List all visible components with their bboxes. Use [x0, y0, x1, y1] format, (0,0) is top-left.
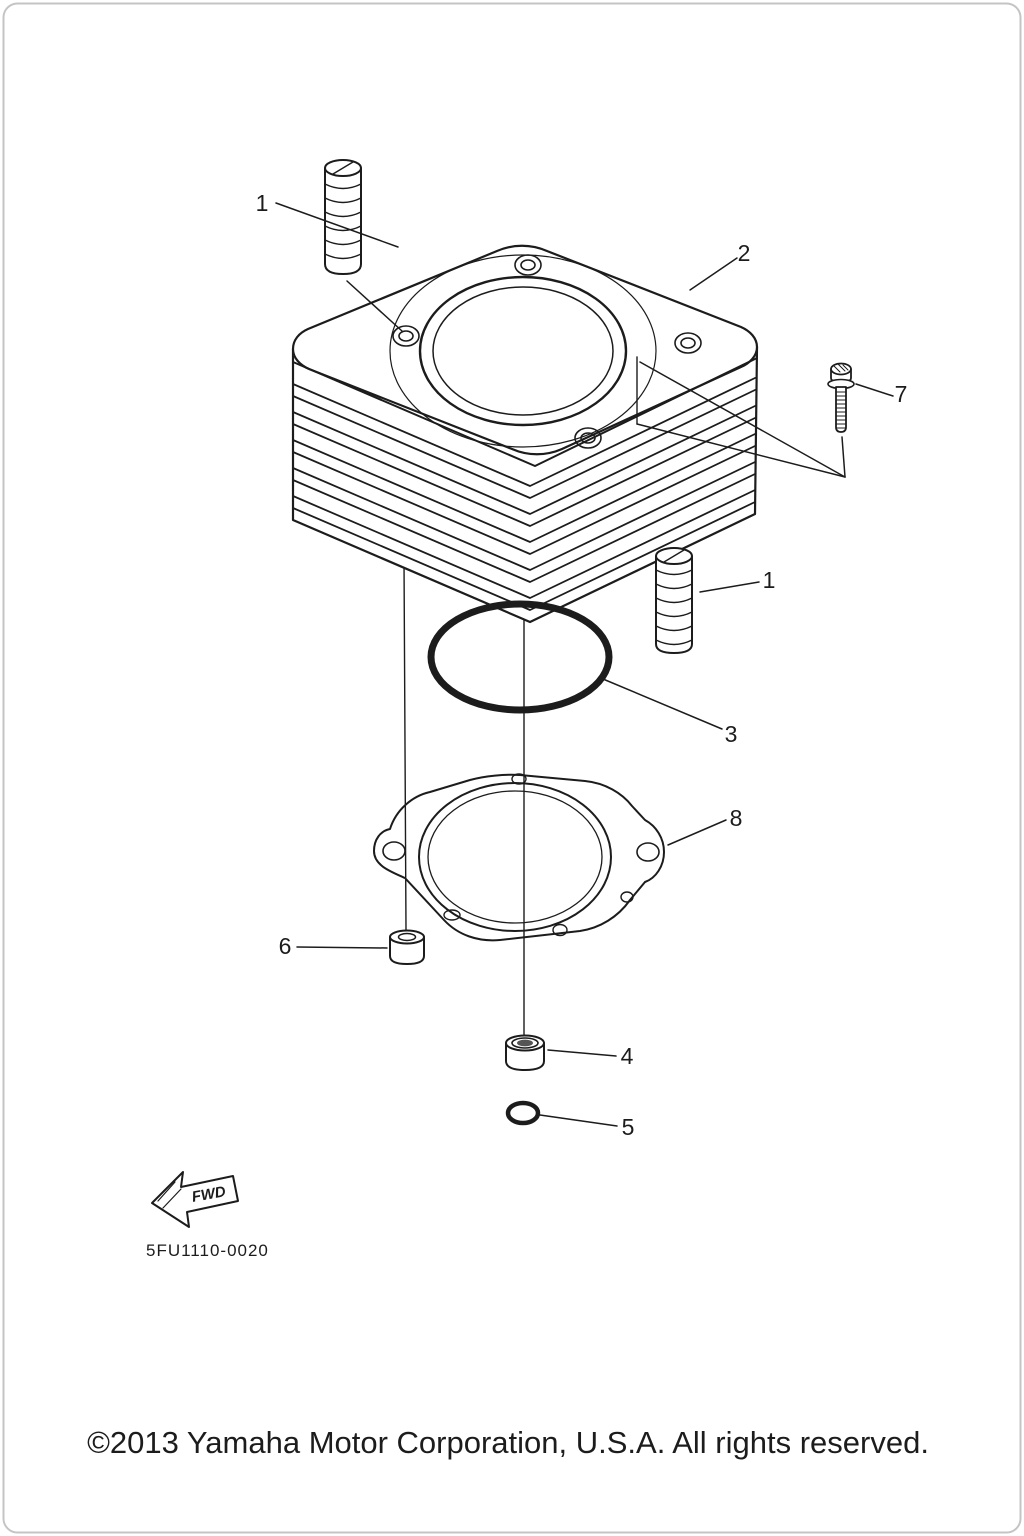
stud-body	[324, 167, 362, 275]
stud-bolt-top	[324, 159, 362, 275]
gasket-hole	[552, 923, 568, 937]
bolt-head-top	[830, 362, 852, 376]
stud-threads	[655, 569, 693, 646]
gasket-slot	[443, 909, 461, 921]
callout-label-5: 5	[622, 1114, 635, 1140]
callout-label-4: 4	[621, 1043, 634, 1069]
deck-thickness-line	[292, 357, 758, 467]
stud-holes	[392, 254, 702, 449]
leader-4	[547, 1049, 617, 1057]
leader-bolt-target-b	[636, 423, 846, 478]
dowel-collar	[505, 1034, 545, 1071]
stud-threads	[324, 183, 362, 260]
bolt-head-hatch	[833, 363, 849, 373]
gasket-outline	[373, 773, 665, 942]
fwd-arrow-icon	[151, 1171, 239, 1228]
leader-8	[667, 819, 727, 846]
cylinder-bore-outer	[418, 275, 628, 427]
copyright-text: ©2013 Yamaha Motor Corporation, U.S.A. A…	[87, 1425, 929, 1460]
leader-bolt-target-stem	[841, 436, 846, 478]
leader-6	[296, 946, 388, 949]
leader-5	[539, 1114, 618, 1127]
diagram-code: 5FU1110-0020	[146, 1241, 269, 1260]
leader-2	[689, 257, 738, 291]
leader-1-top	[275, 202, 399, 248]
collar-bore	[397, 932, 417, 942]
leader-1-right	[699, 581, 760, 593]
dowel-bore	[517, 1039, 533, 1047]
o-ring-large	[427, 600, 613, 714]
callout-label-3: 3	[725, 721, 738, 747]
callout-labels: 1 2 7 1 3 8 6 4 5	[256, 190, 908, 1140]
stud-chamfer-line	[663, 549, 685, 563]
leader-lines	[275, 202, 894, 1127]
gasket-hole	[382, 841, 406, 861]
callout-label-8: 8	[730, 805, 743, 831]
stud-bolt-right	[655, 547, 693, 654]
assembly-axis-lines	[403, 559, 525, 1037]
callout-label-1-right: 1	[763, 567, 776, 593]
spacer-collar	[389, 929, 425, 965]
gasket-hole	[511, 773, 527, 785]
callout-label-1-top: 1	[256, 190, 269, 216]
cooling-fins	[292, 377, 756, 611]
stud-chamfer-line	[332, 161, 354, 175]
cylinder-base-gasket	[373, 773, 665, 942]
block-top-deck	[291, 244, 759, 456]
leader-7	[855, 383, 894, 397]
cylinder-block	[291, 244, 759, 624]
bolt-shank	[835, 386, 847, 433]
leader-bolt-target-a	[639, 361, 846, 478]
axis-line-left	[403, 559, 407, 931]
collar-body	[389, 936, 425, 965]
callout-label-6: 6	[279, 933, 292, 959]
stud-body	[655, 555, 693, 654]
fwd-arrow-hatch	[157, 1181, 182, 1209]
dowel-rim	[511, 1037, 539, 1049]
stud-top-axis-line	[346, 280, 403, 332]
flange-bolt	[827, 362, 855, 433]
o-ring-small	[505, 1100, 541, 1126]
gasket-hole	[620, 891, 634, 903]
callout-label-2: 2	[738, 240, 751, 266]
leader-3	[602, 678, 723, 730]
callout-label-7: 7	[895, 381, 908, 407]
fwd-direction-stamp: FWD	[151, 1171, 239, 1228]
bolt-threads	[835, 391, 847, 429]
gasket-hole	[636, 842, 660, 862]
cylinder-bore-inner	[432, 286, 614, 416]
fwd-label: FWD	[190, 1183, 227, 1206]
collar-top-face	[389, 929, 425, 945]
gasket-bore-inner	[427, 790, 603, 924]
